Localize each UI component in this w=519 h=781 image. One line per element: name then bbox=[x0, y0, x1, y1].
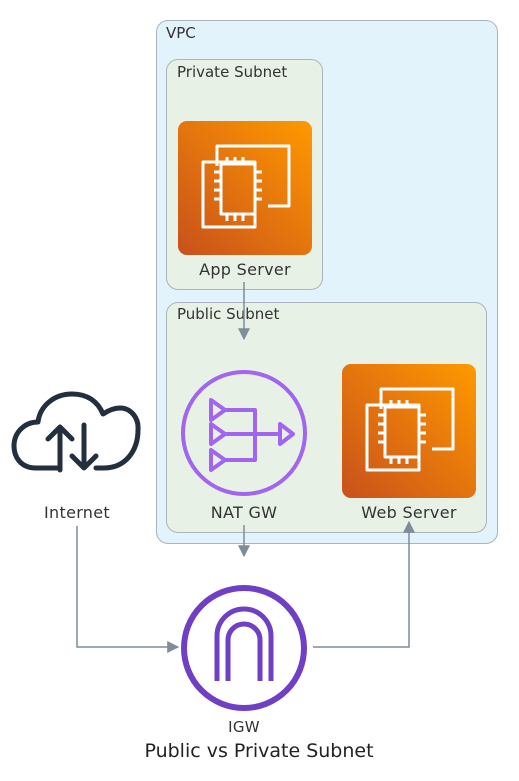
internet-label: Internet bbox=[44, 503, 110, 522]
app-server-ec2-icon bbox=[178, 121, 312, 255]
edge-internet-to-igw bbox=[76, 526, 180, 653]
app-server-label: App Server bbox=[199, 260, 291, 279]
web-server-ec2-icon bbox=[342, 364, 476, 498]
public-subnet-label: Public Subnet bbox=[177, 305, 280, 323]
nat-gateway-icon bbox=[181, 370, 307, 496]
igw-label: IGW bbox=[228, 718, 260, 736]
private-subnet-label: Private Subnet bbox=[177, 63, 288, 81]
diagram-title: Public vs Private Subnet bbox=[144, 740, 374, 762]
edge-igw-to-web-server bbox=[313, 520, 415, 648]
nat-gw-label: NAT GW bbox=[210, 503, 278, 522]
vpc-label: VPC bbox=[166, 24, 196, 42]
web-server-label: Web Server bbox=[361, 503, 457, 522]
internet-gateway-icon bbox=[181, 585, 307, 711]
cloud-upload-download-icon bbox=[11, 391, 141, 473]
